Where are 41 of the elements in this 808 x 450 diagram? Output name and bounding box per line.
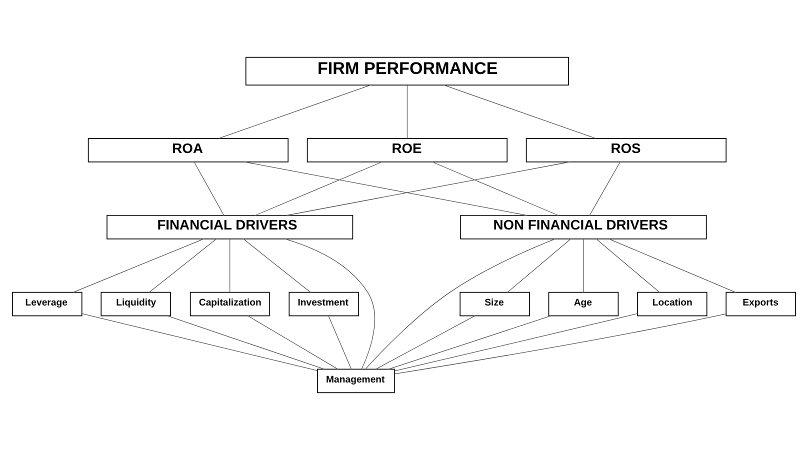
connector [589,162,620,216]
connector [286,162,570,216]
connector [596,238,660,293]
connector [167,316,325,370]
connector [244,162,528,216]
node-box: FIRM PERFORMANCE [245,56,569,86]
connector [583,238,584,293]
connector [444,84,596,139]
node-box: Leverage [12,292,82,316]
connector [388,316,552,370]
connector [148,238,217,293]
node-box: Liquidity [100,292,171,316]
connector [394,314,726,374]
node-box: NON FINANCIAL DRIVERS [460,214,707,240]
connector [365,238,556,370]
connector [375,316,476,370]
connector [608,238,736,293]
connector [254,162,382,216]
node-box: Exports [726,292,796,316]
node-box: ROA [88,138,289,162]
node-box: Management [317,368,395,394]
connector [218,84,371,139]
connector [194,162,224,216]
connector [507,238,572,293]
connector [82,313,318,371]
connector [432,162,559,216]
node-box: ROE [306,138,508,162]
node-box: FINANCIAL DRIVERS [106,214,354,240]
node-box: Age [548,292,619,316]
connector [406,84,408,139]
connector [243,238,311,293]
connector [72,238,204,293]
node-box: Location [637,292,708,316]
connector [248,316,338,370]
node-box: ROS [526,138,727,162]
connector [328,316,352,370]
node-box: Investment [288,292,360,316]
node-box: Size [460,292,530,316]
node-box: Capitalization [190,292,270,316]
connector [284,238,376,370]
connector [394,313,638,372]
